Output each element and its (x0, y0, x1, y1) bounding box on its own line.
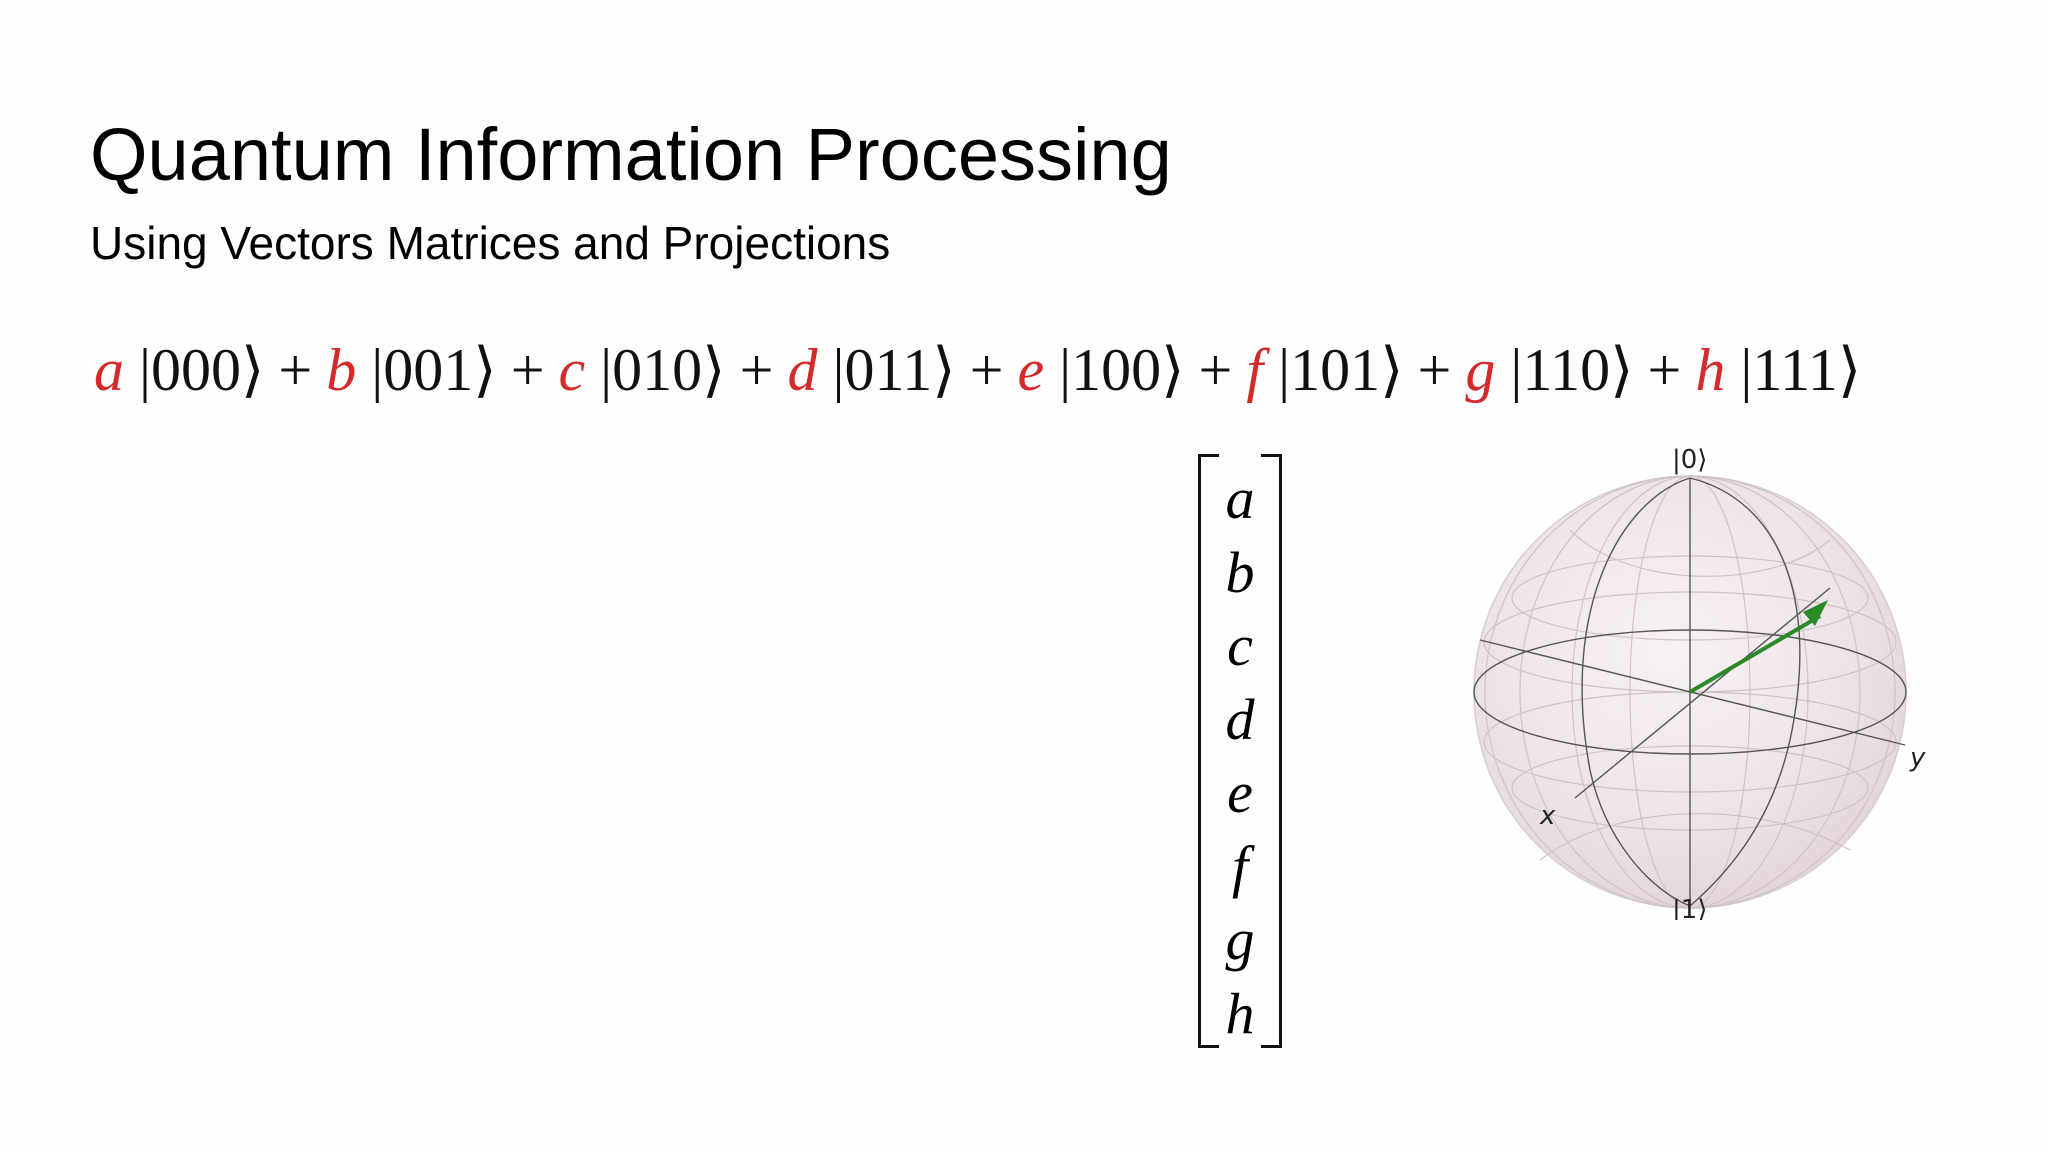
coefficient: e (1017, 337, 1045, 403)
equation-term: d |011⟩ (787, 337, 955, 403)
slide-title: Quantum Information Processing (90, 113, 1172, 196)
vector-entries: a b c d e f g h (1198, 462, 1282, 1050)
vector-entry: f (1231, 833, 1249, 899)
basis-ket: |010⟩ (600, 337, 726, 403)
plus-operator: + (1198, 337, 1233, 403)
plus-operator: + (969, 337, 1004, 403)
state-vector (1688, 600, 1828, 694)
equation-term: b |001⟩ (326, 337, 496, 403)
bloch-sphere: |0⟩ |1⟩ x y (1473, 445, 1926, 920)
basis-ket: |111⟩ (1740, 337, 1862, 403)
vector-entry: b (1225, 539, 1255, 605)
plus-operator: + (510, 337, 545, 403)
x-axis-label: x (1539, 801, 1556, 831)
state-equation: a |000⟩+b |001⟩+c |010⟩+d |011⟩+e |100⟩+… (94, 340, 1861, 400)
equation-term: a |000⟩ (94, 337, 264, 403)
coefficient: f (1246, 337, 1264, 403)
y-axis-label: y (1909, 743, 1926, 773)
vector-entry: d (1225, 686, 1255, 752)
plus-operator: + (739, 337, 774, 403)
basis-ket: |100⟩ (1059, 337, 1185, 403)
vector-entry: c (1227, 613, 1253, 678)
coefficient: c (558, 337, 586, 403)
equation-term: c |010⟩ (559, 337, 726, 403)
plus-operator: + (1647, 337, 1682, 403)
coefficient: h (1695, 337, 1726, 403)
ket-one-label: |1⟩ (1672, 895, 1707, 920)
column-vector: a b c d e f g h (1198, 454, 1282, 1048)
vector-entry: a (1225, 466, 1255, 531)
coefficient: g (1465, 337, 1496, 403)
vector-entry: g (1225, 907, 1255, 972)
coefficient: a (94, 337, 124, 403)
plus-operator: + (1417, 337, 1452, 403)
vector-entry: e (1227, 760, 1253, 825)
equation-term: e |100⟩ (1017, 337, 1184, 403)
basis-ket: |110⟩ (1510, 337, 1634, 403)
basis-ket: |011⟩ (832, 337, 956, 403)
equation-term: h |111⟩ (1695, 337, 1861, 403)
ket-zero-label: |0⟩ (1672, 445, 1707, 475)
coefficient: d (787, 337, 818, 403)
slide-subtitle: Using Vectors Matrices and Projections (90, 217, 891, 269)
basis-ket: |101⟩ (1278, 337, 1404, 403)
equation-term: f |101⟩ (1246, 337, 1403, 403)
left-bracket (1198, 454, 1219, 1048)
equation-term: g |110⟩ (1465, 337, 1633, 403)
plus-operator: + (278, 337, 313, 403)
coefficient: b (326, 337, 357, 403)
vector-entry: h (1225, 980, 1255, 1046)
right-bracket (1261, 454, 1282, 1048)
basis-ket: |001⟩ (371, 337, 497, 403)
basis-ket: |000⟩ (139, 337, 265, 403)
